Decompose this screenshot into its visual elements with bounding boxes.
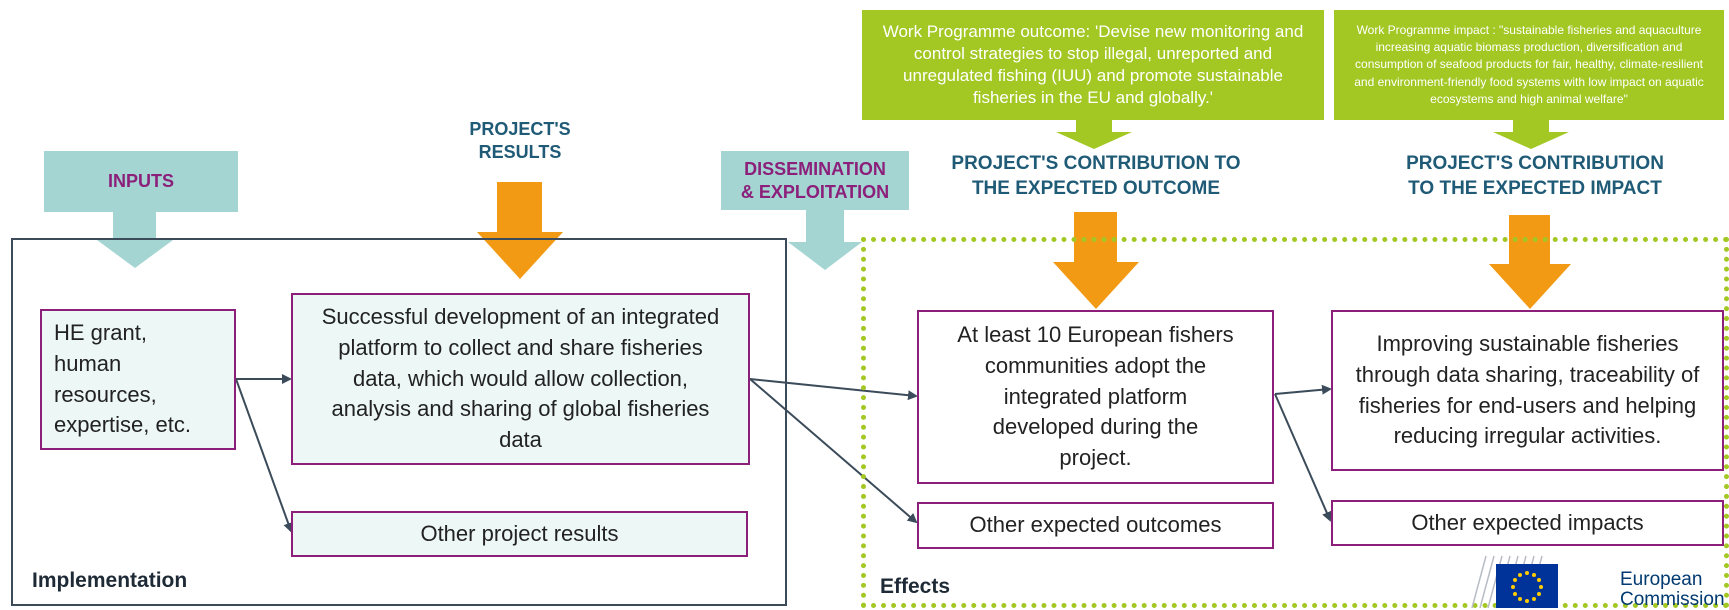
implementation-label: Implementation bbox=[32, 569, 188, 592]
implementation-frame bbox=[11, 238, 787, 606]
dissemination-down-arrow bbox=[788, 210, 862, 270]
other-impacts-box: Other expected impacts bbox=[1331, 500, 1724, 546]
eu-flag-icon bbox=[1496, 564, 1558, 608]
inputs-header: INPUTS bbox=[44, 151, 238, 212]
main-impact-text: Improving sustainable fisheries through … bbox=[1355, 330, 1700, 449]
results-header: PROJECT'S RESULTS bbox=[469, 119, 571, 163]
dissemination-header-label: DISSEMINATION & EXPLOITATION bbox=[740, 159, 890, 202]
main-result-box: Successful development of an integrated … bbox=[291, 293, 750, 465]
ec-logo: European Commission bbox=[1466, 550, 1729, 610]
other-outcomes-box: Other expected outcomes bbox=[917, 502, 1274, 549]
effects-frame bbox=[861, 237, 1729, 608]
ec-logo-text: European Commission bbox=[1620, 569, 1725, 610]
main-impact-box: Improving sustainable fisheries through … bbox=[1331, 310, 1724, 471]
other-impacts-text: Other expected impacts bbox=[1411, 509, 1644, 535]
inputs-box-text: HE grant, human resources, expertise, et… bbox=[54, 319, 191, 438]
wp-impact-box: Work Programme impact : "sustainable fis… bbox=[1334, 10, 1724, 120]
main-result-text: Successful development of an integrated … bbox=[321, 304, 720, 453]
wp-impact-down-arrow bbox=[1493, 120, 1569, 149]
outcome-contribution-header: PROJECT'S CONTRIBUTION TO THE EXPECTED O… bbox=[951, 153, 1241, 199]
other-outcomes-text: Other expected outcomes bbox=[969, 512, 1222, 538]
effects-label: Effects bbox=[880, 575, 951, 598]
main-outcome-text: At least 10 European fishers communities… bbox=[957, 322, 1234, 471]
dissemination-header: DISSEMINATION & EXPLOITATION bbox=[721, 151, 909, 210]
inputs-header-label: INPUTS bbox=[107, 171, 174, 192]
main-outcome-box: At least 10 European fishers communities… bbox=[917, 310, 1274, 484]
inputs-box: HE grant, human resources, expertise, et… bbox=[40, 309, 236, 450]
wp-outcome-down-arrow bbox=[1056, 120, 1132, 149]
wp-outcome-box: Work Programme outcome: 'Devise new moni… bbox=[862, 10, 1324, 120]
wp-outcome-text: Work Programme outcome: 'Devise new moni… bbox=[882, 21, 1304, 108]
wp-impact-text: Work Programme impact : "sustainable fis… bbox=[1354, 23, 1704, 106]
impact-contribution-header: PROJECT'S CONTRIBUTION TO THE EXPECTED I… bbox=[1406, 153, 1664, 199]
other-results-text: Other project results bbox=[420, 520, 619, 546]
other-results-box: Other project results bbox=[291, 511, 748, 557]
